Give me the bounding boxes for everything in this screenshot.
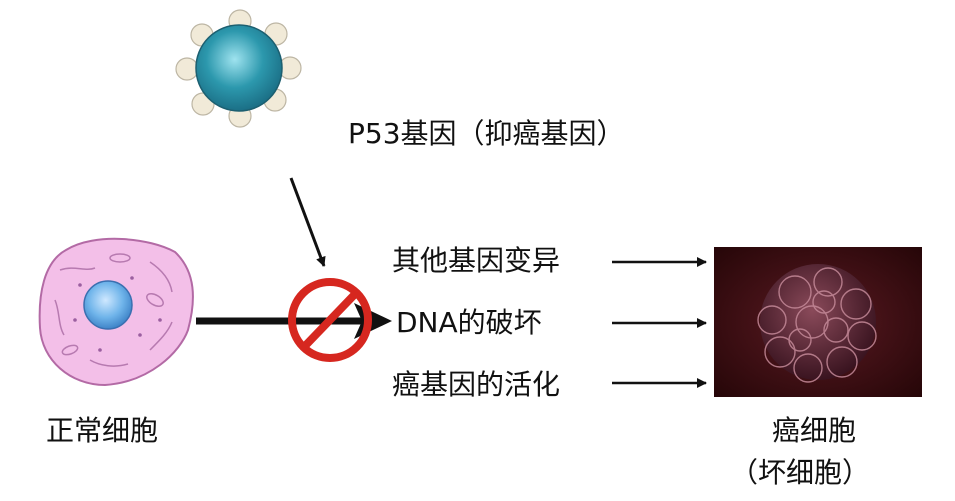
cancer-cell-alias-label: （坏细胞） <box>730 456 871 489</box>
oncogene-activation-label: 癌基因的活化 <box>392 368 561 401</box>
cancer-cell-label: 癌细胞 <box>772 414 857 447</box>
p53-label: P53基因（抑癌基因） <box>348 117 625 150</box>
normal-cell-icon <box>38 237 194 387</box>
normal-cell-label: 正常细胞 <box>46 414 159 447</box>
prohibition-sign-icon <box>288 278 372 362</box>
cancer-cell-icon <box>714 247 922 397</box>
p53-protein-icon <box>175 9 302 128</box>
other-gene-mutation-label: 其他基因变异 <box>392 244 561 277</box>
dna-damage-label: DNA的破坏 <box>396 306 542 339</box>
p53-arrow <box>289 177 326 267</box>
